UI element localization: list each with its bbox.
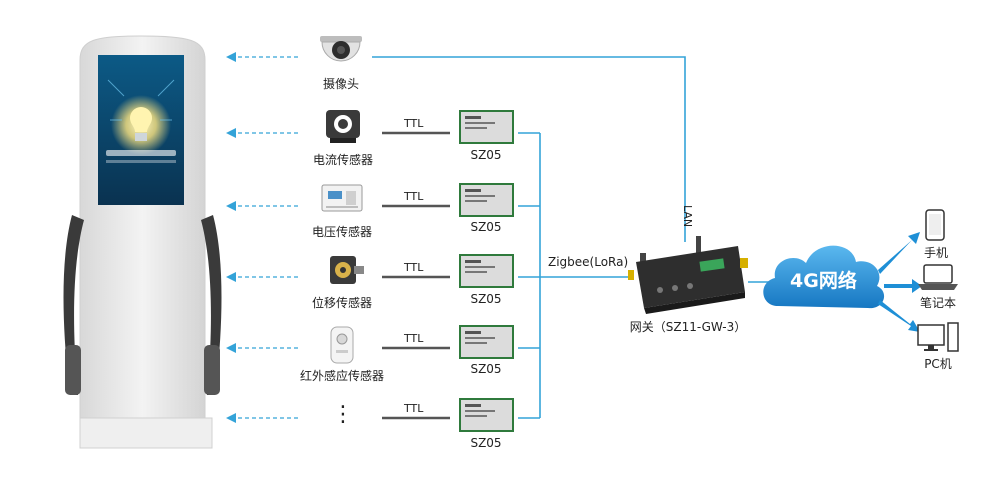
- phone-icon: [925, 209, 945, 241]
- module-label-2: SZ05: [470, 220, 502, 234]
- gateway-device: [628, 236, 748, 314]
- sensor-label-camera: 摄像头: [322, 77, 360, 91]
- ttl-label-2: TTL: [404, 190, 424, 203]
- more-sensors-ellipsis: ⋮: [332, 402, 354, 427]
- cloud-4g-icon: [763, 245, 885, 309]
- sensor-label-current: 电流传感器: [312, 153, 374, 167]
- ttl-label-5: TTL: [404, 402, 424, 415]
- zigbee-bus: [518, 132, 630, 419]
- kiosk-terminal: [63, 35, 222, 449]
- pc-icon: [917, 322, 959, 352]
- gateway-label: 网关（SZ11-GW-3）: [629, 320, 747, 334]
- module-label-5: SZ05: [470, 436, 502, 450]
- module-label-1: SZ05: [470, 148, 502, 162]
- lan-link: [372, 56, 686, 242]
- sensor-label-displacement: 位移传感器: [311, 296, 373, 310]
- current-sensor-icon: [326, 110, 360, 143]
- device-label-pc: PC机: [924, 357, 952, 371]
- ttl-label-1: TTL: [404, 117, 424, 130]
- sensor-label-infrared: 红外感应传感器: [299, 369, 385, 383]
- sensor-label-voltage: 电压传感器: [311, 225, 373, 239]
- infrared-sensor-icon: [330, 326, 354, 364]
- displacement-sensor-icon: [330, 256, 364, 284]
- zigbee-label: Zigbee(LoRa): [548, 255, 629, 269]
- cloud-to-device-arrows: [878, 232, 922, 332]
- voltage-sensor-icon: [321, 184, 363, 212]
- device-label-phone: 手机: [923, 246, 949, 260]
- lan-label: LAN: [681, 205, 694, 228]
- cloud-label: 4G网络: [790, 270, 857, 292]
- laptop-icon: [918, 264, 958, 290]
- module-label-4: SZ05: [470, 362, 502, 376]
- device-label-laptop: 笔记本: [919, 296, 957, 310]
- module-label-3: SZ05: [470, 292, 502, 306]
- ttl-links: [382, 131, 450, 420]
- ttl-label-4: TTL: [404, 332, 424, 345]
- sensor-to-kiosk-arrows: [234, 56, 298, 419]
- sz05-modules: [459, 110, 514, 432]
- camera-icon: [320, 36, 362, 62]
- ttl-label-3: TTL: [404, 261, 424, 274]
